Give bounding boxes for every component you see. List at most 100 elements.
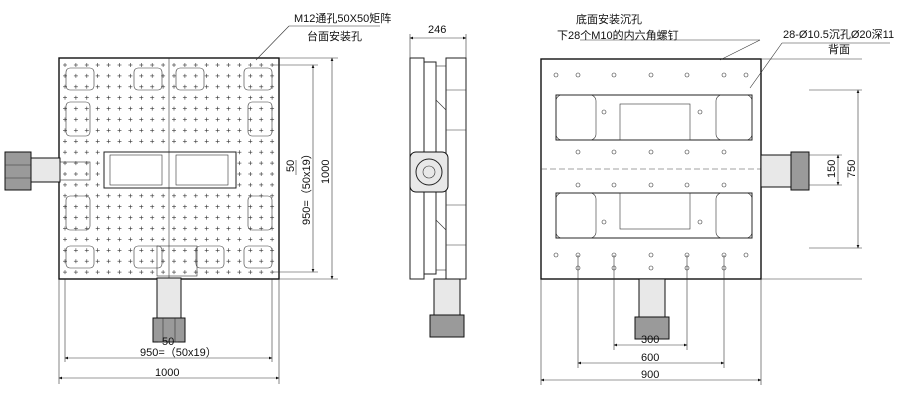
grid-hole [172, 215, 176, 220]
grid-hole [172, 95, 176, 100]
grid-hole [117, 95, 122, 100]
grid-hole [248, 106, 253, 111]
grid-hole [84, 106, 89, 111]
grid-hole [237, 237, 242, 242]
grid-hole [63, 237, 67, 242]
grid-hole [237, 117, 242, 122]
grid-hole [204, 139, 209, 144]
grid-hole [117, 128, 122, 133]
grid-hole [193, 106, 198, 111]
grid-hole [150, 84, 155, 89]
grid-hole [237, 128, 242, 133]
grid-hole [128, 139, 133, 144]
grid-hole [63, 117, 67, 122]
top-plate-hole-grid [63, 63, 275, 275]
grid-hole [182, 84, 187, 89]
grid-hole [193, 117, 198, 122]
grid-hole [226, 204, 231, 209]
dim-300: 300 [641, 334, 659, 346]
grid-hole [226, 193, 231, 198]
grid-hole [73, 182, 78, 187]
grid-hole [139, 215, 144, 220]
grid-hole [139, 193, 144, 198]
grid-hole [237, 161, 242, 166]
grid-hole [226, 248, 231, 253]
grid-hole [215, 215, 220, 220]
countersink-hole [721, 149, 727, 155]
grid-hole [73, 84, 78, 89]
grid-hole [182, 215, 187, 220]
grid-hole [95, 84, 100, 89]
dim-900: 900 [641, 369, 659, 381]
countersink-hole [611, 149, 617, 155]
dim-bottom-950: 950=（50x19） [140, 346, 217, 359]
grid-hole [117, 193, 122, 198]
grid-hole [128, 259, 133, 264]
grid-hole [63, 106, 67, 111]
grid-hole [226, 270, 231, 275]
grid-hole [73, 248, 78, 253]
grid-hole [63, 95, 67, 100]
grid-hole [117, 73, 122, 78]
grid-hole [95, 172, 100, 176]
grid-hole [63, 270, 67, 275]
grid-hole [193, 226, 198, 231]
countersink-hole [684, 149, 690, 155]
grid-hole [128, 128, 133, 133]
grid-hole [106, 270, 111, 275]
grid-hole [117, 63, 122, 67]
grid-hole [139, 95, 144, 100]
countersink-hole [648, 252, 654, 258]
grid-hole [63, 150, 67, 155]
slot [243, 67, 273, 91]
countersink-hole [684, 182, 690, 188]
grid-hole [106, 193, 111, 198]
grid-hole [248, 204, 253, 209]
grid-hole [161, 215, 166, 220]
grid-hole [73, 172, 78, 176]
grid-hole [259, 63, 264, 67]
grid-hole [172, 139, 176, 144]
grid-hole [150, 248, 155, 253]
grid-hole [182, 259, 187, 264]
grid-hole [182, 237, 187, 242]
grid-hole [150, 259, 155, 264]
grid-hole [106, 84, 111, 89]
grid-hole [161, 95, 166, 100]
slot [247, 195, 273, 231]
grid-hole [84, 128, 89, 133]
grid-hole [106, 226, 111, 231]
countersink-hole [575, 182, 581, 188]
grid-hole [95, 248, 100, 253]
grid-hole [63, 259, 67, 264]
slot [247, 101, 273, 137]
bottom-right-dimensions: 150 750 [761, 58, 862, 280]
grid-hole [172, 106, 176, 111]
grid-hole [204, 270, 209, 275]
grid-hole [259, 204, 264, 209]
grid-hole [161, 226, 166, 231]
grid-hole [182, 117, 187, 122]
grid-hole [73, 270, 78, 275]
grid-hole [95, 161, 100, 166]
grid-hole [259, 139, 264, 144]
grid-hole [172, 237, 176, 242]
dim-right-950: 950=（50x19） [300, 148, 313, 225]
grid-hole [259, 270, 264, 275]
grid-hole [259, 259, 264, 264]
grid-hole [139, 73, 144, 78]
grid-hole [73, 215, 78, 220]
grid-hole [259, 106, 264, 111]
grid-hole [204, 117, 209, 122]
grid-hole [182, 95, 187, 100]
countersink-hole [721, 182, 727, 188]
grid-hole [172, 248, 176, 253]
dim-bottom-50: 50 [162, 336, 174, 348]
grid-hole [150, 95, 155, 100]
bottom-note-a-line1: 底面安装沉孔 [576, 12, 642, 26]
grid-hole [215, 226, 220, 231]
grid-hole [259, 84, 264, 89]
grid-hole [139, 270, 144, 275]
grid-hole [259, 182, 264, 187]
side-motor-bottom [429, 278, 465, 338]
